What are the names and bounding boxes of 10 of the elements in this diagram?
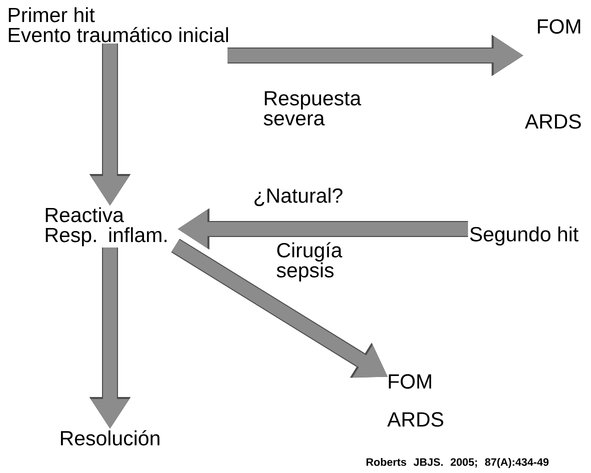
edge-label: ¿Natural? [254,188,342,206]
text-label: Segundo hit [470,226,578,246]
text-label: FOM ARDS [387,374,444,427]
text-label: Reactiva Resp. inflam. [46,207,166,246]
text-label: FOM ARDS [524,19,581,129]
text-label: Resolución [60,430,160,446]
citation-text: Roberts JBJS. 2005; 87(A):434-49 [366,458,549,468]
edge-label: Respuesta severa [264,91,362,126]
text-label: Primer hit Evento traumático inicial [8,7,228,42]
text-label: Cirugía sepsis [276,242,342,282]
